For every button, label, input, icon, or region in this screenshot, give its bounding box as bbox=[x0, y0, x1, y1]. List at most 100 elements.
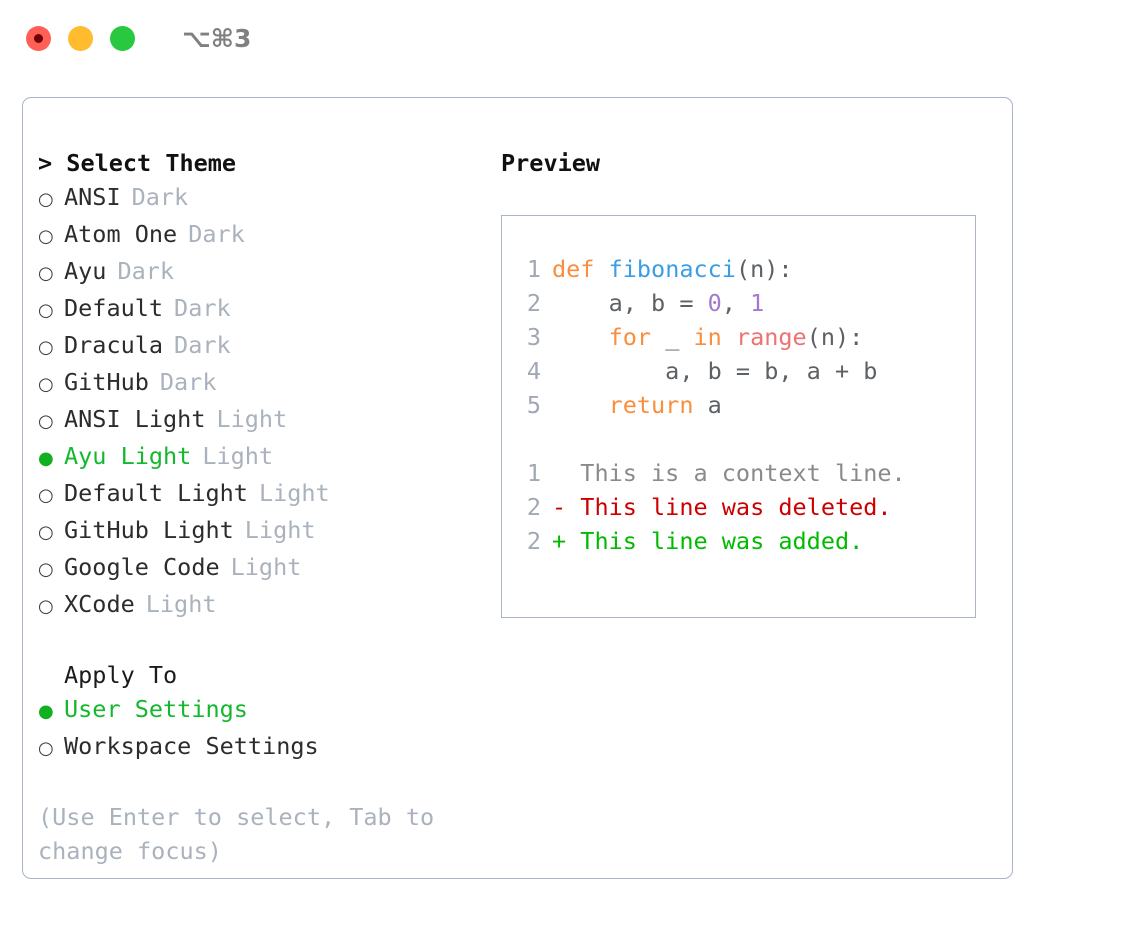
diff-marker: - bbox=[552, 493, 581, 521]
code-token-pl bbox=[594, 255, 608, 283]
code-token-pl: a, b = bbox=[552, 289, 708, 317]
code-line-number: 5 bbox=[526, 391, 541, 419]
theme-variant-tag: Light bbox=[145, 590, 217, 618]
diff-line-ctx: 1 This is a context line. bbox=[502, 456, 975, 490]
theme-option-label: XCode bbox=[64, 590, 135, 618]
preview-title: Preview bbox=[501, 149, 601, 177]
code-line-content: a, b = 0, 1 bbox=[552, 286, 765, 320]
apply-to-option-user-settings[interactable]: ● User Settings bbox=[38, 692, 488, 729]
apply-to-option-list[interactable]: ● User Settings ○ Workspace Settings bbox=[38, 692, 488, 766]
theme-option-label: Default bbox=[64, 294, 164, 322]
code-token-kw: def bbox=[552, 255, 595, 283]
diff-line-content: + This line was added. bbox=[552, 524, 863, 558]
apply-to-option-label: Workspace Settings bbox=[64, 732, 319, 760]
theme-option-label: Google Code bbox=[64, 553, 220, 581]
code-token-pl: (n): bbox=[735, 255, 793, 283]
theme-option-label: ANSI Light bbox=[64, 405, 206, 433]
theme-option-label: GitHub Light bbox=[64, 516, 234, 544]
diff-line-text: This line was added. bbox=[580, 527, 864, 555]
diff-line-content: - This line was deleted. bbox=[552, 490, 892, 524]
code-token-kw: in bbox=[693, 323, 722, 351]
code-token-pl: , bbox=[721, 289, 751, 317]
close-icon bbox=[34, 33, 43, 43]
code-token-pl bbox=[722, 323, 736, 351]
theme-variant-tag: Dark bbox=[174, 331, 231, 359]
diff-line-del: 2 - This line was deleted. bbox=[502, 490, 975, 524]
theme-option-github-light[interactable]: ○ GitHub Light Light bbox=[38, 513, 488, 550]
code-line-content: return a bbox=[552, 388, 722, 422]
apply-to-heading: Apply To bbox=[64, 661, 178, 689]
keyboard-shortcut-label: ⌥⌘3 bbox=[182, 23, 252, 53]
radio-unselected-icon: ○ bbox=[38, 522, 54, 543]
theme-option-label: Atom One bbox=[64, 220, 178, 248]
theme-option-xcode[interactable]: ○ XCode Light bbox=[38, 587, 488, 624]
minimize-button[interactable] bbox=[68, 25, 93, 51]
radio-unselected-icon: ○ bbox=[38, 485, 54, 506]
code-token-pl: (n): bbox=[806, 323, 864, 351]
apply-to-option-label: User Settings bbox=[64, 695, 248, 723]
code-line-number: 2 bbox=[526, 289, 541, 317]
theme-variant-tag: Dark bbox=[117, 257, 175, 285]
theme-variant-tag: Light bbox=[202, 442, 274, 470]
code-line-number: 3 bbox=[526, 323, 541, 351]
radio-unselected-icon: ○ bbox=[38, 263, 54, 284]
code-token-num: 1 bbox=[750, 289, 765, 317]
theme-variant-tag: Dark bbox=[131, 183, 189, 211]
title-bar: ⌥⌘3 bbox=[0, 0, 1140, 76]
code-token-num: 0 bbox=[707, 289, 722, 317]
radio-unselected-icon: ○ bbox=[38, 411, 54, 432]
code-token-bi: range bbox=[735, 323, 807, 351]
radio-unselected-icon: ○ bbox=[38, 738, 54, 759]
window-controls bbox=[26, 25, 135, 51]
diff-line-text: This is a context line. bbox=[580, 459, 906, 487]
radio-unselected-icon: ○ bbox=[38, 596, 54, 617]
close-button[interactable] bbox=[26, 25, 51, 51]
radio-unselected-icon: ○ bbox=[38, 189, 54, 210]
code-token-pl bbox=[552, 323, 609, 351]
theme-variant-tag: Dark bbox=[159, 368, 217, 396]
hint-spacer bbox=[38, 766, 488, 800]
radio-unselected-icon: ○ bbox=[38, 559, 54, 580]
code-token-pl: a bbox=[693, 391, 722, 419]
theme-option-label: Dracula bbox=[64, 331, 164, 359]
radio-selected-icon: ● bbox=[38, 701, 54, 722]
diff-line-content: This is a context line. bbox=[552, 456, 906, 490]
theme-option-label: ANSI bbox=[64, 183, 121, 211]
theme-option-ansi-light[interactable]: ○ ANSI Light Light bbox=[38, 402, 488, 439]
theme-variant-tag: Light bbox=[244, 516, 316, 544]
diff-line-number: 1 bbox=[526, 459, 541, 487]
maximize-button[interactable] bbox=[110, 25, 135, 51]
diff-marker bbox=[552, 459, 580, 487]
code-token-pl: a, b = b, a + b bbox=[552, 357, 878, 385]
apply-to-option-workspace-settings[interactable]: ○ Workspace Settings bbox=[38, 729, 488, 766]
diff-line-add: 2+ This line was added. bbox=[502, 524, 975, 558]
code-line: 4 a, b = b, a + b bbox=[502, 354, 975, 388]
code-token-pl: _ bbox=[651, 323, 694, 351]
code-token-fn: fibonacci bbox=[608, 255, 736, 283]
theme-option-ansi[interactable]: ○ ANSI Dark bbox=[38, 180, 488, 217]
code-line: 2 a, b = 0, 1 bbox=[502, 286, 975, 320]
code-line-content: def fibonacci(n): bbox=[552, 252, 793, 286]
diff-line-number: 2 bbox=[526, 493, 541, 521]
code-line: 3 for _ in range(n): bbox=[502, 320, 975, 354]
theme-variant-tag: Light bbox=[258, 479, 330, 507]
diff-marker: + bbox=[552, 527, 581, 555]
code-line-number: 4 bbox=[526, 357, 541, 385]
theme-variant-tag: Light bbox=[216, 405, 288, 433]
code-line: 5 return a bbox=[502, 388, 975, 422]
